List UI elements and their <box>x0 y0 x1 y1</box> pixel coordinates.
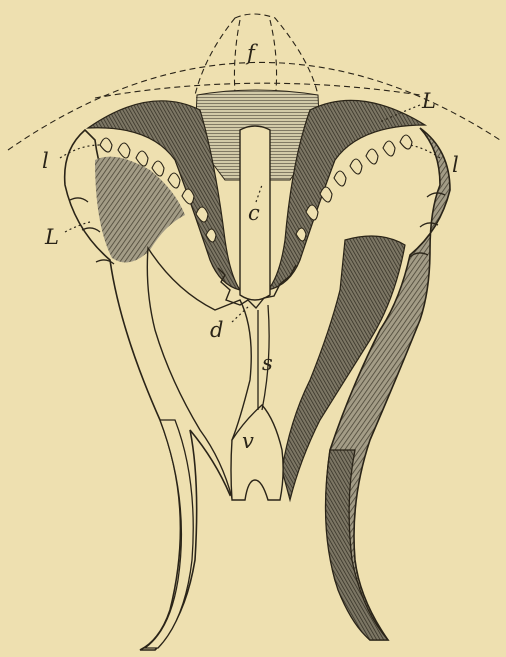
label-c: c <box>248 201 260 225</box>
label-f: f <box>245 41 258 65</box>
label-v: v <box>242 429 254 453</box>
label-d: d <box>210 318 223 342</box>
label-L-left: L <box>44 225 59 249</box>
label-l-left: l <box>42 149 49 173</box>
label-l-right: l <box>452 153 459 177</box>
left-tail <box>145 420 193 648</box>
label-s: s <box>262 351 273 375</box>
left-lobe-shade <box>95 157 185 263</box>
label-L-top: L <box>421 89 436 113</box>
